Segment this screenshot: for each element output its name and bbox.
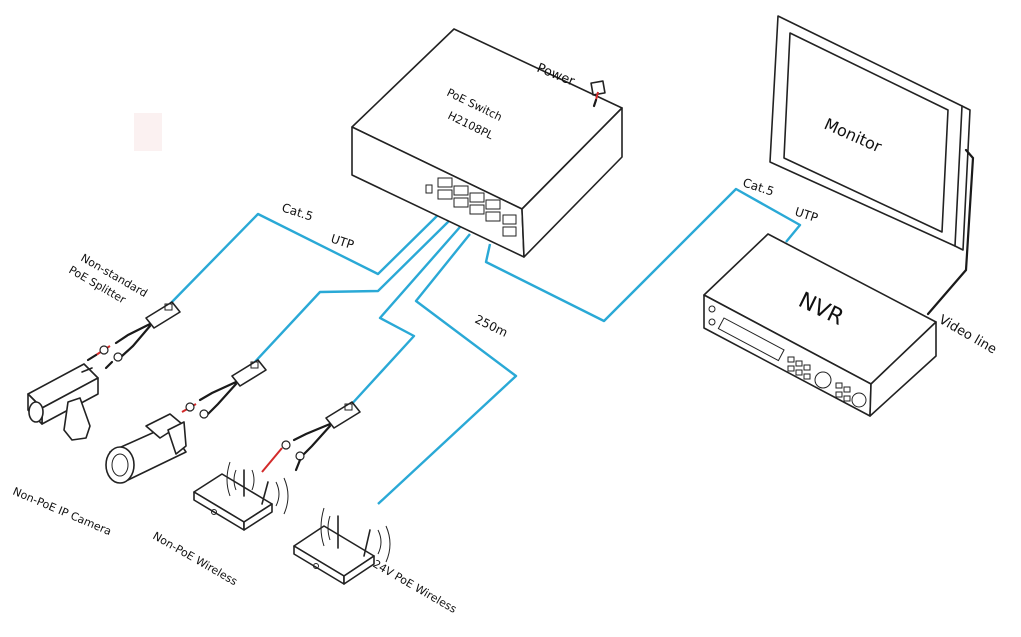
video-line-label: Video line	[936, 312, 999, 357]
switch-ports	[425, 177, 517, 237]
nvr-front-buttons	[787, 356, 851, 402]
distance-label: 250m	[473, 312, 510, 340]
cable-to-24v-poe-wireless	[377, 233, 518, 505]
poe-splitter-2	[181, 359, 267, 419]
camera-label: Non-PoE IP Camera	[11, 485, 114, 538]
bullet-camera	[105, 413, 187, 484]
cable-to-non-poe-wireless	[252, 219, 451, 365]
box-ip-camera	[27, 363, 99, 441]
background-patch	[134, 113, 162, 151]
poe-splitter-3	[261, 401, 361, 473]
cat5-cables	[167, 187, 802, 505]
video-line-cable	[926, 148, 975, 316]
nvr-power-button	[851, 392, 867, 408]
monitor: Monitor	[769, 15, 975, 316]
cable-right-utp-label: UTP	[793, 205, 820, 226]
cable-to-camera	[167, 212, 441, 307]
cable-to-nvr	[484, 187, 802, 323]
wireless-ap-non-poe	[193, 461, 289, 531]
cable-left-cat5-label: Cat.5	[280, 201, 315, 224]
non-poe-wireless-label: Non-PoE Wireless	[151, 529, 240, 588]
cable-left-utp-label: UTP	[329, 232, 356, 253]
poe-wireless-label: 24V PoE Wireless	[371, 557, 460, 616]
wireless-ap-24v-poe	[293, 507, 391, 585]
power-cord	[595, 91, 599, 101]
poe-switch: PoE Switch H2108PL Power	[351, 28, 623, 258]
nvr: NVR	[703, 233, 937, 417]
cable-to-24v-poe-wireless-splitter	[348, 226, 461, 408]
nvr-front-knob	[814, 371, 832, 389]
power-socket-icon	[590, 80, 606, 96]
nvr-disk-slot	[717, 317, 785, 362]
poe-splitter-1	[86, 301, 181, 370]
